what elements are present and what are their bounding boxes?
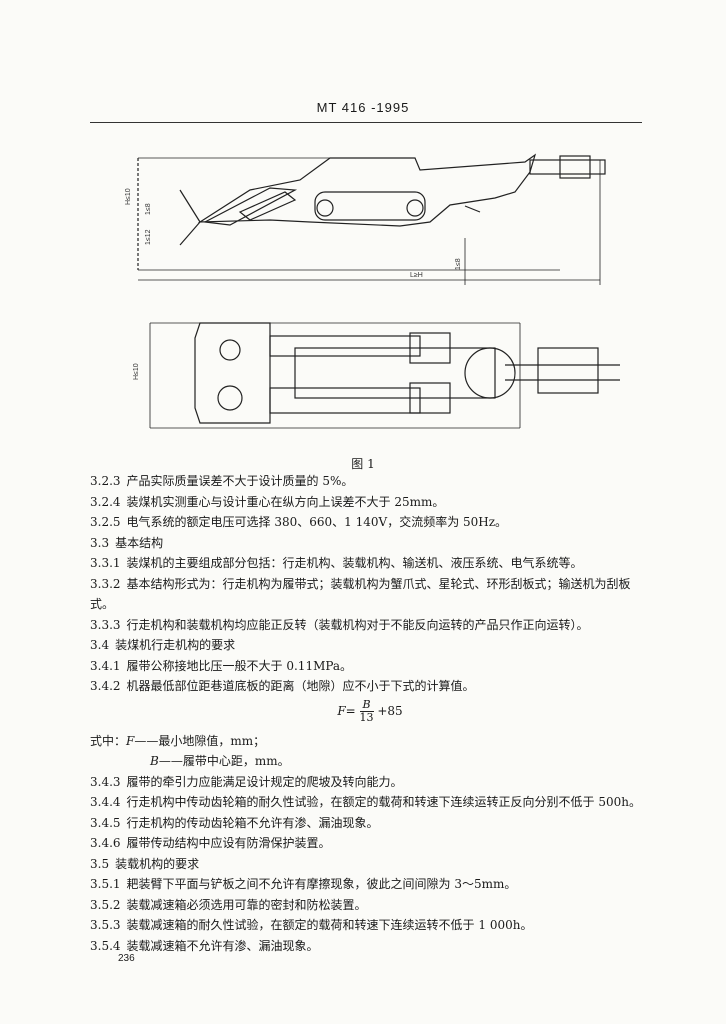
dim-label: L≥H <box>410 272 423 279</box>
dim-label: 1≤8 <box>145 203 152 215</box>
header-rule <box>90 122 642 123</box>
formula-lhs: F= <box>337 703 356 718</box>
formula-numerator: B <box>359 698 374 712</box>
definition-b: B——履带中心距，mm。 <box>150 754 290 768</box>
dim-label: H≤10 <box>133 363 140 380</box>
figure-side-view: H≤10 1≤8 1≤12 1≤8 L≥H <box>125 153 606 285</box>
formula-fraction: B 13 <box>359 698 374 724</box>
formula: F= B 13 +85 <box>90 697 650 731</box>
formula-rhs: +85 <box>377 703 403 718</box>
figure-top-view: H≤10 <box>133 322 620 429</box>
dim-label: H≤10 <box>125 188 132 205</box>
formula-denominator: 13 <box>359 710 374 724</box>
figure-caption: 图 1 <box>351 457 375 471</box>
definition-f: 式中：F——最小地隙值，mm； <box>90 733 266 748</box>
dim-label: 1≤12 <box>145 229 152 245</box>
page-header: MT 416 -1995 <box>316 100 410 115</box>
dim-label: 1≤8 <box>455 258 462 270</box>
page-number: 236 <box>118 953 135 964</box>
